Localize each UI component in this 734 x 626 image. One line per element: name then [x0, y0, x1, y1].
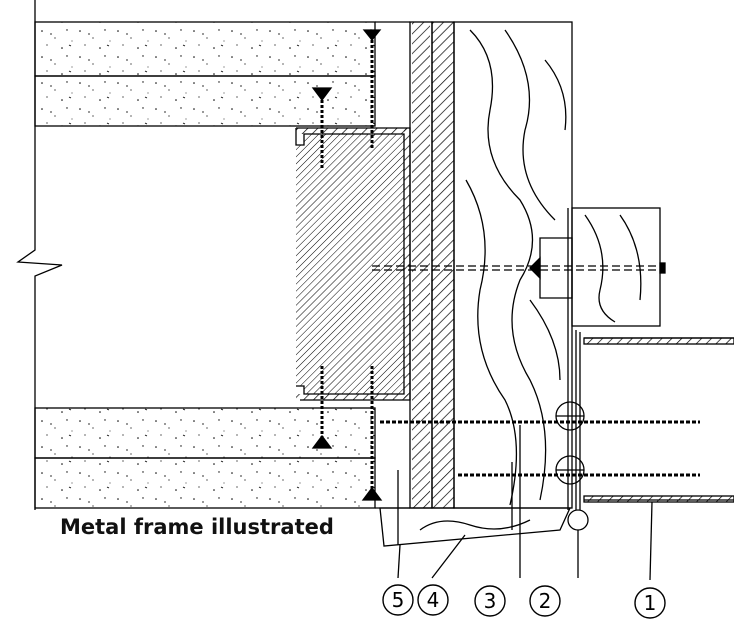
top-board-1 — [34, 21, 376, 77]
leader-4 — [431, 534, 466, 579]
bottom-board-2 — [34, 457, 376, 509]
hatched-layer-inner — [431, 21, 455, 509]
callout-label-5: 5 — [392, 588, 405, 612]
diagram-caption: Metal frame illustrated — [60, 515, 334, 539]
callout-circle-4 — [417, 584, 449, 616]
timber-frame — [453, 21, 573, 509]
screws-top — [311, 29, 382, 170]
callout-circle-1 — [634, 587, 666, 619]
callout-circle-2 — [529, 585, 561, 617]
screws-horizontal — [380, 401, 700, 485]
top-board-2 — [34, 75, 376, 127]
bottom-sill — [379, 507, 572, 547]
leader-1 — [649, 501, 653, 581]
callout-label-4: 4 — [427, 588, 440, 612]
callout-circle-3 — [474, 585, 506, 617]
wall-break-line — [16, 0, 63, 510]
callout-label-2: 2 — [539, 589, 552, 613]
callout-label-1: 1 — [644, 591, 657, 615]
callout-label-3: 3 — [484, 589, 497, 613]
callout-circle-5 — [382, 584, 414, 616]
rod-end — [567, 509, 589, 531]
bottom-board-1 — [34, 407, 376, 459]
timber-block — [571, 207, 661, 327]
leader-5 — [397, 544, 401, 579]
screws-bottom — [311, 366, 383, 501]
